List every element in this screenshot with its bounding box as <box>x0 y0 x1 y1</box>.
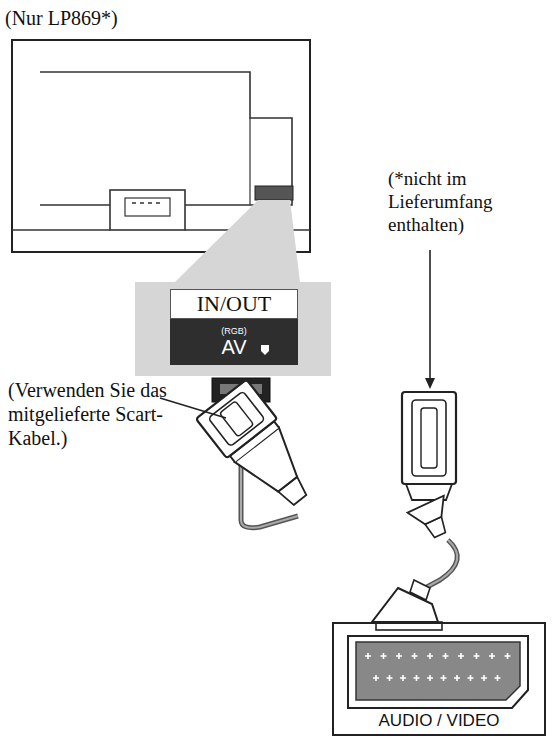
av-device: AUDIO / VIDEO <box>332 622 546 736</box>
port-panel: IN/OUT (RGB)AV <box>135 282 331 376</box>
port-name: AV <box>221 337 246 357</box>
device-label: AUDIO / VIDEO <box>379 712 500 731</box>
cable-note: (Verwenden Sie das mitgelieferte Scart-K… <box>8 378 168 450</box>
port-label: IN/OUT <box>197 293 272 315</box>
port-sublabel: (RGB) <box>221 327 247 337</box>
not-included-note: (*nicht im Lieferumfang enthalten) <box>388 168 556 236</box>
port-icon <box>260 344 270 356</box>
model-note: (Nur LP869*) <box>5 6 205 30</box>
